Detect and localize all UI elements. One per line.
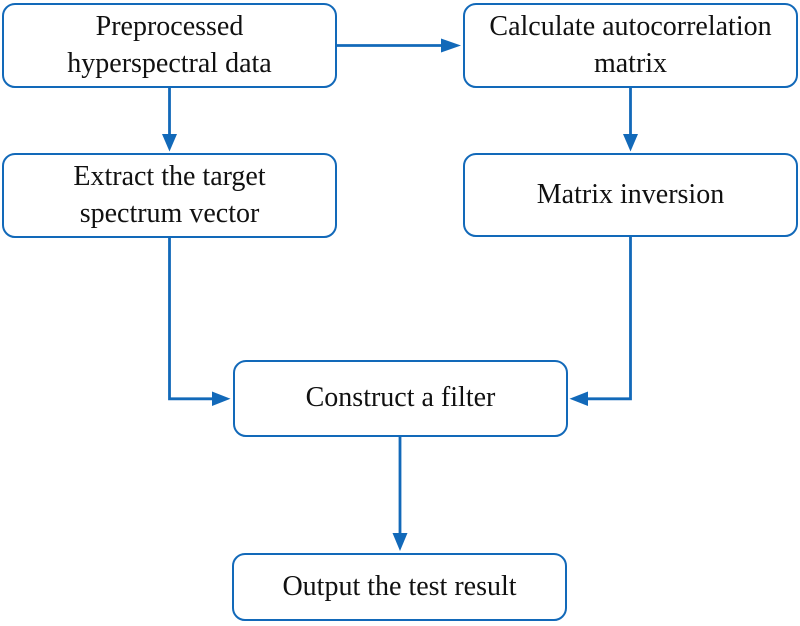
arrow-extract-to-construct (168, 238, 231, 406)
node-output-result: Output the test result (232, 553, 567, 621)
arrow-autocorrelation-to-inversion (623, 88, 638, 152)
arrow-inversion-to-construct (569, 237, 632, 406)
node-output-result-label: Output the test result (282, 570, 517, 602)
node-autocorrelation-label: Calculate autocorrelation matrix (489, 10, 772, 79)
node-construct-filter-label: Construct a filter (305, 382, 496, 414)
node-matrix-inversion-label: Matrix inversion (536, 178, 725, 210)
node-preprocessed-data: Preprocessed hyperspectral data (2, 3, 337, 88)
node-target-spectrum: Extract the target spectrum vector (2, 153, 337, 238)
node-preprocessed-data-label: Preprocessed hyperspectral data (67, 10, 272, 79)
node-matrix-inversion: Matrix inversion (463, 153, 798, 237)
node-target-spectrum-label: Extract the target spectrum vector (73, 160, 266, 229)
arrow-preprocessed-to-extract (162, 88, 177, 152)
arrow-construct-to-output (392, 437, 408, 551)
arrow-preprocessed-to-autocorrelation (337, 38, 461, 53)
node-autocorrelation: Calculate autocorrelation matrix (463, 3, 798, 88)
node-construct-filter: Construct a filter (233, 360, 568, 437)
